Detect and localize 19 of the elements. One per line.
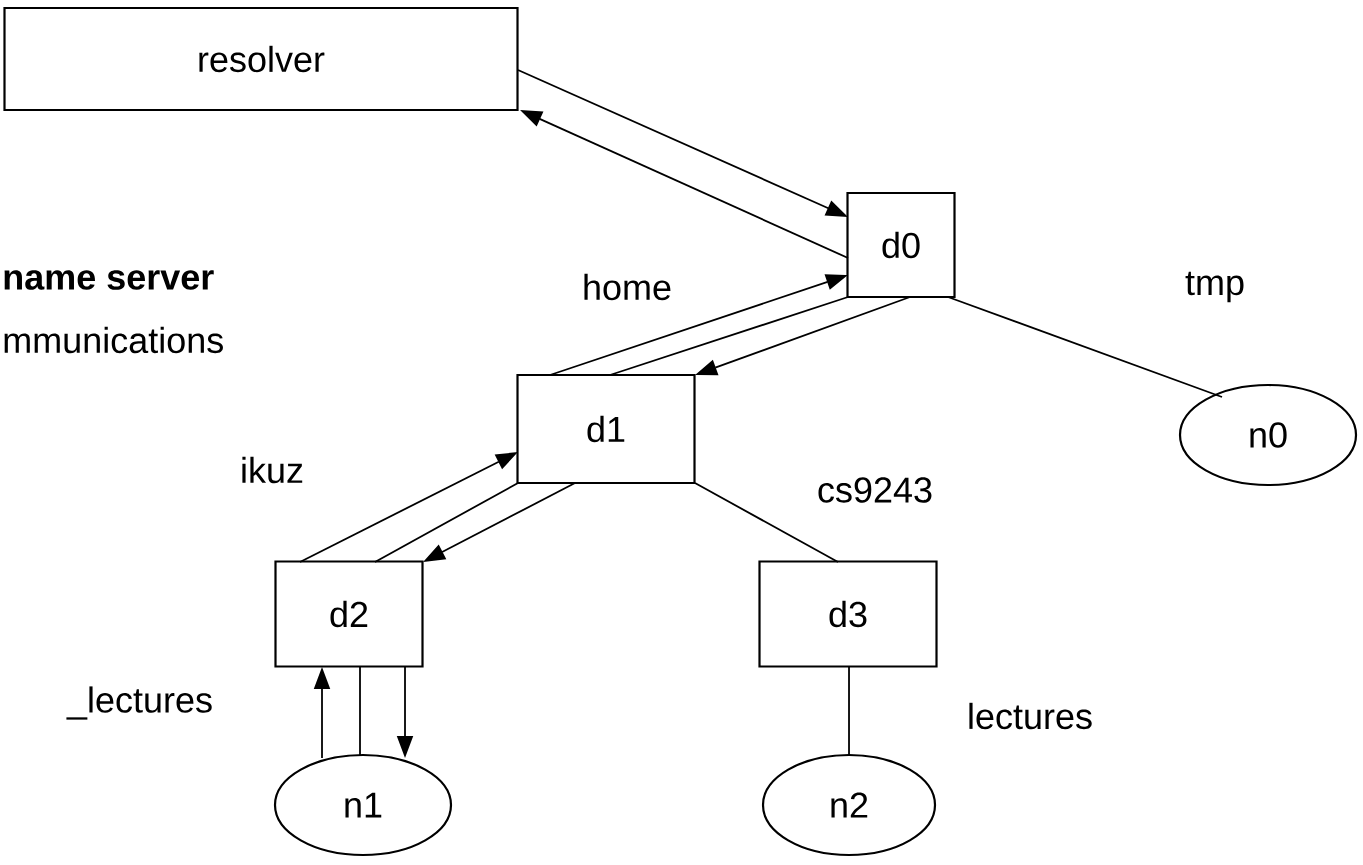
note-text: name server xyxy=(4,270,214,290)
directory-box: d1 xyxy=(516,373,696,485)
directory-box: d0 xyxy=(846,191,956,299)
connector-line xyxy=(947,296,1223,398)
connector-line xyxy=(694,482,839,563)
edge-label: home xyxy=(581,272,674,302)
connector-line xyxy=(359,666,361,756)
connector-line xyxy=(374,482,519,563)
connector-line xyxy=(609,296,849,376)
edge-label: ikuz xyxy=(239,455,305,485)
note-text: mmunications xyxy=(4,326,223,354)
edge-label: cs9243 xyxy=(815,476,935,504)
directory-box: d3 xyxy=(758,560,938,668)
directory-box: resolver xyxy=(3,6,519,112)
directory-box: d2 xyxy=(274,560,424,668)
edge-label: _lectures xyxy=(65,685,215,721)
edge-label: lectures xyxy=(966,701,1095,731)
edge-label: tmp xyxy=(1184,270,1246,304)
connector-line xyxy=(848,666,850,756)
